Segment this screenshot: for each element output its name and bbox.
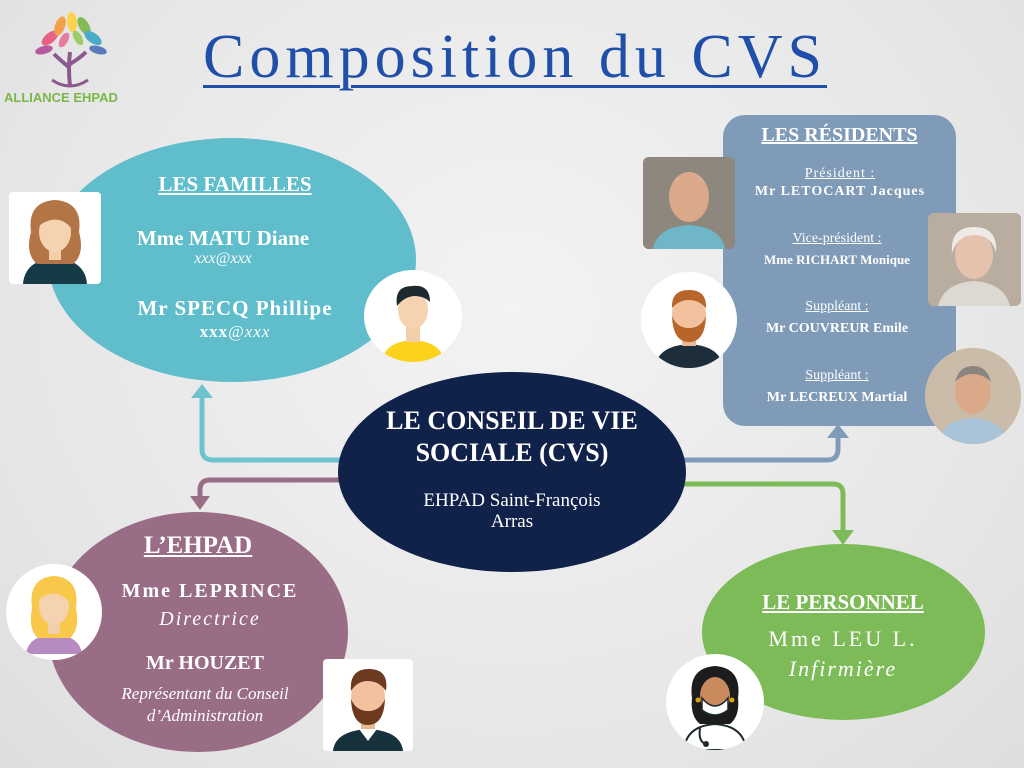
arrowhead-personnel [832,530,854,545]
arrow-to-families [199,396,345,463]
arrowhead-ehpad [190,496,210,510]
cvs-title-line2: SOCIALE (CVS) [415,438,609,467]
blonde-woman-avatar-icon [26,576,82,654]
resident-4-name: Mr LECREUX Martial [766,390,908,405]
arrow-to-ehpad [197,477,345,496]
ehpad-member2-role-line1: Représentant du Conseil [121,684,289,703]
resident-1-role: Président : [804,166,876,181]
resident-2-role: Vice-président : [792,231,882,246]
families-member2-name: Mr SPECQ Phillipe [137,296,333,320]
families-member1-email: xxx@xxx [194,250,252,267]
resident-2-photo [928,213,1021,306]
nurse-avatar-icon [682,666,748,750]
ehpad-member1-name: Mme LEPRINCE [121,580,299,602]
families-member1-name: Mme MATU Diane [136,226,310,250]
logo-text-label: ALLIANCE EHPAD [4,90,118,105]
families-member2-email-domain: @xxx [228,322,271,341]
ehpad-header: L’EHPAD [143,532,253,559]
logo-text: ALLIANCE EHPAD [4,90,118,105]
personnel-nurse-avatar [666,654,764,750]
resident-1-photo [643,157,735,249]
cvs-center-ellipse [338,372,686,572]
resident-4-photo [925,348,1021,444]
families-member2-email-user: xxx [199,322,229,341]
families-member2-email: xxx@xxx [100,322,370,342]
arrow-to-residents [684,436,841,463]
personnel-header: LE PERSONNEL [762,590,924,614]
ehpad-bearded-avatar [323,659,413,751]
bearded-man-avatar-icon [655,290,723,368]
woman-avatar-icon [23,200,87,284]
logo-tree-icon [35,12,107,88]
families-woman-avatar [9,192,101,284]
ehpad-member1-role: Directrice [159,608,261,630]
resident-1-name: Mr LETOCART Jacques [754,184,926,199]
page-title: Composition du CVS [203,23,827,91]
arrow-to-personnel [684,481,846,532]
resident-3-role: Suppléant : [805,299,869,314]
resident-4-role: Suppléant : [805,368,869,383]
ehpad-ellipse [48,512,348,752]
families-ellipse [48,138,416,382]
ehpad-member2-name: Mr HOUZET [146,652,264,674]
ehpad-blonde-avatar [6,564,102,660]
families-header: LES FAMILLES [158,172,312,196]
cvs-title-line1: LE CONSEIL DE VIE [386,406,638,435]
resident-3-name: Mr COUVREUR Emile [765,321,909,336]
man-avatar-icon [382,285,444,362]
ehpad-member2-role-line2: d’Administration [146,706,264,725]
personnel-member-name: Mme LEU L. [768,626,918,651]
logo [20,8,120,90]
bearded-man-avatar-icon [333,669,403,751]
cvs-sub-line2: Arras [490,511,534,532]
resident-2-name: Mme RICHART Monique [764,252,910,267]
arrowhead-residents [827,424,849,438]
cvs-sub-line1: EHPAD Saint-François [423,490,601,511]
resident-3-avatar [641,272,737,368]
personnel-member-role: Infirmière [788,656,898,681]
arrowhead-families [191,384,213,398]
families-man-avatar [364,270,462,362]
residents-panel [723,115,956,426]
residents-header: LES RÉSIDENTS [761,124,918,146]
